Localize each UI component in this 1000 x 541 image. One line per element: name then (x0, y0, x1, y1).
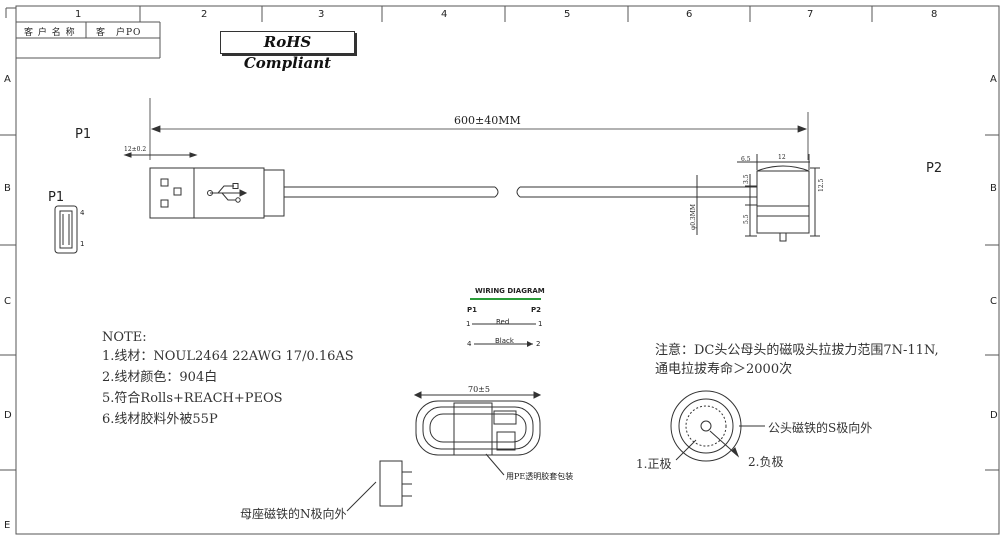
row-label-b-left: B (4, 183, 11, 194)
length-dimension (149, 98, 809, 160)
customer-po-cell: 客 户PO (96, 28, 142, 38)
usb-receptacle-p1 (54, 205, 78, 254)
sheet-frame (0, 5, 1000, 535)
col-label-1: 1 (75, 9, 82, 20)
customer-name-cell: 客 户 名 称 (24, 28, 76, 38)
wiring-row-2-color: Black (495, 337, 514, 345)
negative-callout: 2.负极 (748, 455, 784, 469)
cable (284, 186, 757, 198)
coiled-cable-package (413, 391, 542, 476)
wiring-row-2-left: 4 (467, 340, 472, 348)
col-label-4: 4 (441, 9, 448, 20)
wiring-p2-label: P2 (531, 306, 542, 314)
offset-dimension-3: 5.5 (743, 214, 750, 224)
attention-line-2: 通电拉拔寿命＞2000次 (655, 362, 793, 377)
plug-diameter-dimension: 12 (778, 154, 786, 161)
col-label-8: 8 (931, 9, 938, 20)
col-label-5: 5 (564, 9, 571, 20)
pin-1-label: 1 (80, 240, 85, 248)
wiring-diagram-title: WIRING DIAGRAM (475, 287, 545, 295)
p1-label-left: P1 (48, 190, 65, 205)
note-heading: NOTE: (102, 330, 147, 345)
female-seat-callout: 母座磁铁的N极向外 (240, 507, 347, 521)
col-label-6: 6 (686, 9, 693, 20)
note-line-1: 1.线材：NOUL2464 22AWG 17/0.16AS (102, 349, 354, 364)
connector-face (670, 390, 765, 462)
plug-height-dimension: 12.5 (818, 178, 825, 192)
col-label-2: 2 (201, 9, 208, 20)
wiring-row-2-right: 2 (536, 340, 541, 348)
length-dimension-label: 600±40MM (454, 114, 521, 127)
row-label-e-left: E (4, 520, 11, 531)
rohs-compliant-stamp: RoHS Compliant (220, 31, 355, 72)
wiring-row-1-left: 1 (466, 320, 471, 328)
row-label-a-right: A (990, 74, 997, 85)
row-label-a-left: A (4, 74, 11, 85)
positive-callout: 1.正极 (636, 457, 672, 471)
pe-bag-callout: 用PE透明胶套包装 (506, 472, 574, 481)
usb-plug-p1 (123, 152, 285, 219)
row-label-b-right: B (990, 183, 997, 194)
row-label-c-right: C (990, 296, 997, 307)
offset-dimension-1: 6.5 (741, 156, 751, 163)
note-line-3: 5.符合Rolls+REACH+PEOS (102, 391, 283, 406)
row-label-d-right: D (990, 410, 998, 421)
row-label-d-left: D (4, 410, 12, 421)
wiring-p1-label: P1 (467, 306, 478, 314)
male-head-callout: 公头磁铁的S极向外 (768, 421, 873, 435)
wiring-lines (470, 298, 541, 347)
wiring-row-1-right: 1 (538, 320, 543, 328)
wiring-row-1-color: Red (496, 318, 510, 326)
magnetic-plug-p2 (692, 154, 820, 242)
female-seat (346, 460, 412, 512)
wire-dimension: φ0.3MM (690, 203, 697, 230)
offset-dimension-2: 3.5 (743, 174, 750, 184)
note-line-4: 6.线材胶料外被55P (102, 412, 218, 427)
pin-4-label: 4 (80, 209, 85, 217)
coil-width-dimension: 70±5 (468, 385, 490, 394)
row-label-c-left: C (4, 296, 11, 307)
col-label-3: 3 (318, 9, 325, 20)
usb-offset-dimension: 12±0.2 (124, 146, 147, 153)
p2-label: P2 (926, 161, 943, 176)
usb-symbol-icon (207, 183, 248, 203)
p1-label-top: P1 (75, 127, 92, 142)
attention-line-1: 注意：DC头公母头的磁吸头拉拔力范围7N-11N, (655, 343, 939, 358)
col-label-7: 7 (807, 9, 814, 20)
note-line-2: 2.线材颜色：904白 (102, 370, 218, 385)
